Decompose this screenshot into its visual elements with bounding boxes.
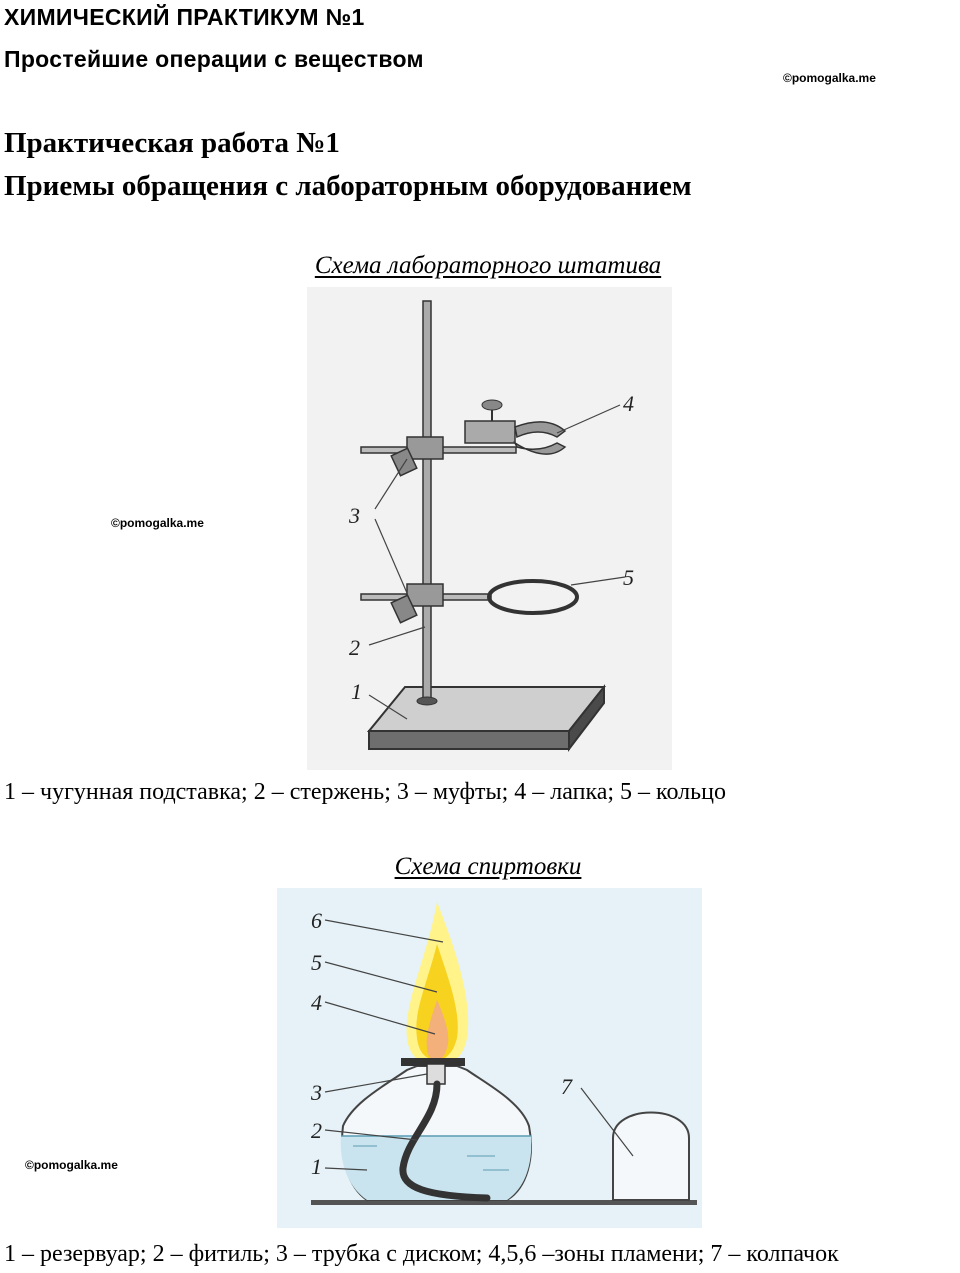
lamp-caption: Схема спиртовки <box>394 853 582 880</box>
lamp-label-5: 5 <box>311 950 322 975</box>
lamp-legend: 1 – резервуар; 2 – фитиль; 3 – трубка с … <box>4 1241 839 1267</box>
stand-legend: 1 – чугунная подставка; 2 – стержень; 3 … <box>4 779 726 805</box>
stand-label-5: 5 <box>623 565 634 590</box>
practicum-subtitle: Простейшие операции с веществом <box>4 46 424 72</box>
practicum-title: ХИМИЧЕСКИЙ ПРАКТИКУМ №1 <box>4 4 365 30</box>
stand-label-3: 3 <box>348 503 360 528</box>
lamp-label-2: 2 <box>311 1118 322 1143</box>
spirit-lamp-diagram: 1 2 3 4 5 6 7 <box>277 888 702 1228</box>
lamp-label-1: 1 <box>311 1154 322 1179</box>
stand-caption: Схема лабораторного штатива <box>314 252 662 279</box>
stand-label-1: 1 <box>351 679 362 704</box>
lamp-label-6: 6 <box>311 908 322 933</box>
stand-label-2: 2 <box>349 635 360 660</box>
work-title: Практическая работа №1 <box>4 127 340 159</box>
watermark-stand: ©pomogalka.me <box>111 516 204 530</box>
lamp-label-4: 4 <box>311 990 322 1015</box>
watermark-header: ©pomogalka.me <box>783 71 876 85</box>
lab-stand-diagram: 1 2 3 4 5 <box>307 287 672 770</box>
watermark-lamp: ©pomogalka.me <box>25 1158 118 1172</box>
work-subtitle: Приемы обращения с лабораторным оборудов… <box>4 170 692 202</box>
stand-label-4: 4 <box>623 391 634 416</box>
lamp-label-7: 7 <box>561 1074 573 1099</box>
lamp-label-3: 3 <box>310 1080 322 1105</box>
